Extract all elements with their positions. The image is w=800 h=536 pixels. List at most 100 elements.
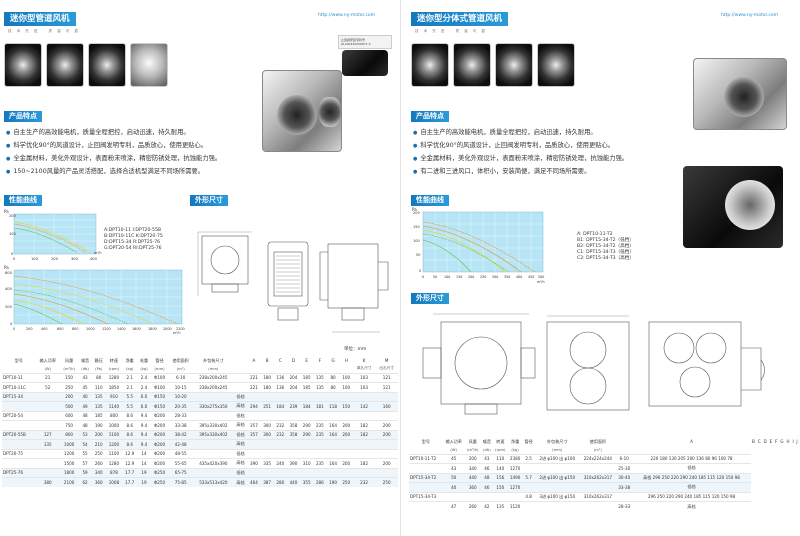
table-cell [375, 448, 398, 459]
table-cell [326, 467, 340, 478]
column-unit: (m³/h) [466, 447, 479, 452]
table-cell: 45 [442, 453, 465, 464]
table-cell: 6-10 [168, 372, 193, 383]
motor-photo [88, 43, 126, 87]
table-cell: 878 [105, 467, 123, 478]
column-unit [287, 365, 300, 373]
table-cell: 251 [260, 401, 274, 411]
y-tick: 0 [10, 322, 13, 326]
table-cell: 2进 φ100 出 φ100 [534, 453, 580, 464]
chart-svg: Pa 200 100 0 0 100 200 300 400 m³/h [4, 209, 101, 261]
table-cell: 200 [91, 429, 106, 440]
table-cell: 54 [78, 439, 92, 449]
table-cell: 4.8 [522, 491, 535, 502]
table-cell: 1200 [105, 439, 123, 449]
table-cell: 1200 [60, 448, 79, 459]
table-cell: 533x513x420 [193, 477, 234, 487]
table-cell: 80 [326, 382, 340, 392]
table-cell: 2.1 [122, 372, 138, 383]
table-cell [260, 410, 274, 421]
table-cell: 10-20 [168, 391, 193, 402]
unit-note: 单位：mm [344, 347, 367, 352]
table-cell: 12.9 [122, 458, 138, 468]
column-header: D [763, 439, 767, 444]
column-header: I [792, 439, 794, 444]
table-cell: 240 [273, 458, 287, 468]
table-cell: 185 [300, 382, 314, 392]
impeller-photo [46, 43, 84, 87]
table-cell: 42 [480, 501, 493, 511]
table-cell: 357 [247, 420, 261, 430]
table-cell [193, 448, 234, 459]
table-cell: 8.6 [122, 410, 138, 421]
table-cell: 235 [313, 420, 327, 430]
table-cell: 250 [91, 448, 106, 459]
table-cell: 335 [260, 458, 274, 468]
table-cell: 28-33 [168, 410, 193, 421]
column-header: 毛重 [139, 357, 149, 363]
table-cell: 182 [352, 420, 376, 430]
table-cell [534, 482, 580, 492]
performance-chart-small: Pa 200 100 0 0 100 200 300 400 m³/h [2, 208, 102, 268]
table-cell: 低档 [233, 410, 248, 421]
table-cell: 290 [300, 429, 314, 440]
table-cell [193, 439, 234, 449]
table-cell: 435x420x390 [193, 458, 234, 468]
table-cell: Φ150 [150, 391, 169, 402]
table-cell: 290 [300, 420, 314, 430]
features-tag: 产品特点 [4, 111, 42, 122]
column-header: 净重 [511, 438, 520, 444]
x-tick: 450 [528, 275, 534, 279]
table-cell: 142 [352, 401, 376, 411]
website-link[interactable]: http://www.ny-motor.com [318, 13, 376, 18]
x-tick: 150 [456, 275, 462, 279]
table-cell: 49 [78, 401, 92, 411]
table-cell: 127 [35, 429, 61, 440]
table-cell: 高档 [233, 420, 248, 430]
table-cell: 80 [91, 372, 106, 383]
table-cell: 190 [326, 477, 340, 487]
table-cell [326, 448, 340, 459]
column-unit: (db) [483, 447, 491, 452]
column-header: A [252, 358, 256, 363]
column-unit [340, 365, 353, 373]
right-page: 迷你型分体式管道风机 技 术 先 进 · 质 量 可 靠 http://www.… [400, 0, 800, 536]
table-cell: 低档 [632, 482, 751, 492]
table-cell [339, 448, 353, 459]
column-header: D [291, 358, 296, 363]
table-cell: 1490 [507, 472, 523, 483]
table-cell [409, 482, 443, 492]
table-cell: 224x224x244 [579, 453, 616, 464]
column-unit: (mm) [208, 366, 219, 371]
table-cell: 358 [286, 429, 301, 440]
table-cell: 238x200x245 [193, 372, 234, 383]
chart-svg: Pa 600 400 200 0 0 200 400 600 800 1000 [4, 265, 185, 335]
table-cell: 52 [35, 382, 61, 392]
table-cell: 136 [273, 372, 287, 383]
website-link[interactable]: http://www.ny-motor.com [721, 13, 779, 18]
table-cell: 2进 φ100 出 φ150 [534, 472, 580, 483]
column-header: G [331, 358, 335, 363]
table-cell: 150 [339, 401, 353, 411]
x-tick: 200 [26, 327, 32, 331]
table-cell: 48-55 [168, 448, 193, 459]
x-tick: 400 [41, 327, 47, 331]
table-cell: 46 [480, 482, 493, 492]
table-cell [375, 467, 398, 478]
table-cell [313, 467, 327, 478]
column-unit [616, 446, 633, 454]
table-cell: 50 [442, 472, 465, 483]
y-tick: 150 [413, 225, 420, 229]
table-cell: 2.5 [522, 453, 535, 464]
table-cell [2, 439, 36, 449]
y-tick: 100 [9, 232, 17, 236]
table-cell: 2.4 [137, 372, 151, 383]
table-cell: 182 [352, 429, 376, 440]
feature-item: 自主生产的高效能电机，质量全程把控，启动迅速，持久耐用。 [6, 126, 221, 139]
table-cell [2, 458, 36, 468]
x-tick: 100 [31, 257, 39, 261]
